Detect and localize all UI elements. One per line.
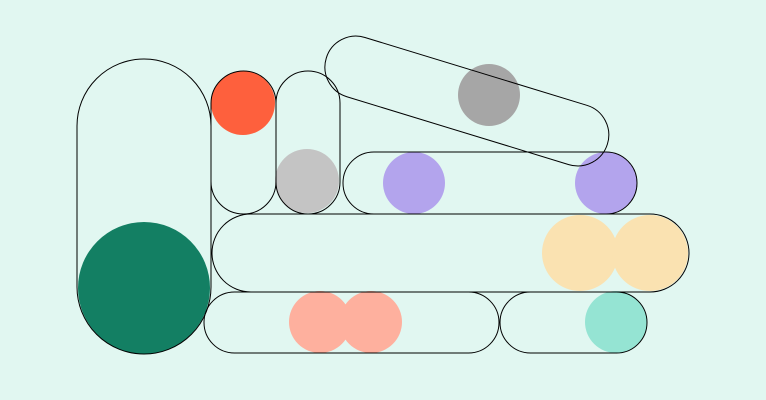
dark-gray-circle (458, 64, 520, 126)
yellow-circle-left (542, 215, 618, 291)
mint-pill (499, 291, 648, 354)
salmon-circle-right (340, 291, 402, 353)
dark-green-circle (78, 222, 210, 354)
yellow-circle-right (612, 215, 688, 291)
salmon-pill (203, 291, 500, 354)
lavender-circle-right (575, 152, 637, 214)
orange-red-circle (211, 71, 275, 135)
mint-circle (585, 291, 647, 353)
salmon-circle-left (289, 291, 351, 353)
light-gray-circle (275, 149, 339, 213)
tall-pill (76, 58, 212, 355)
lavender-circle-left (383, 152, 445, 214)
tilted-pill (324, 35, 610, 167)
